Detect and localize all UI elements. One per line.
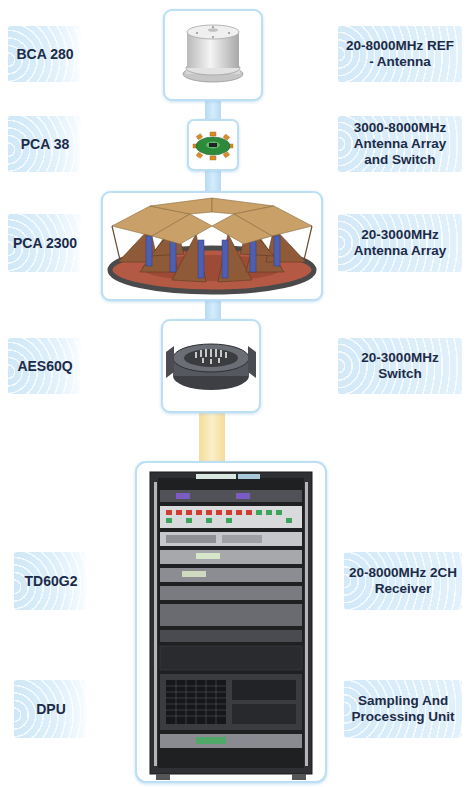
- cable-bar: [199, 410, 225, 464]
- label-text: 20-3000MHz Antenna Array: [342, 227, 458, 259]
- equipment-rack: [150, 472, 312, 780]
- label-text: PCA 2300: [13, 235, 77, 252]
- label-text: 20-3000MHz Switch: [342, 350, 458, 382]
- picture-frame: [164, 10, 262, 100]
- description-label: 3000-8000MHz Antenna Array and Switch: [338, 116, 462, 172]
- description-label: 20-3000MHz Antenna Array: [338, 214, 462, 272]
- array-board: [193, 132, 233, 160]
- link-bar: [205, 168, 221, 194]
- picture-frame: [136, 462, 326, 782]
- reference-antenna: [183, 25, 243, 82]
- label-text: 20-8000MHz 2CH Receiver: [348, 565, 458, 597]
- label-text: 20-8000MHz REF - Antenna: [342, 38, 458, 70]
- antenna-array: [110, 198, 314, 292]
- description-label: 20-8000MHz REF - Antenna: [338, 26, 462, 82]
- model-label: BCA 280: [8, 26, 82, 82]
- picture-frame: [188, 120, 238, 170]
- switch-unit: [166, 344, 256, 390]
- label-text: 3000-8000MHz Antenna Array and Switch: [342, 120, 458, 169]
- picture-frame: [162, 320, 260, 412]
- label-text: AES60Q: [17, 358, 72, 375]
- label-text: BCA 280: [16, 46, 73, 63]
- description-label: 20-3000MHz Switch: [338, 338, 462, 394]
- model-label: PCA 38: [8, 116, 82, 172]
- link-bar: [205, 298, 221, 322]
- link-bar: [205, 98, 221, 122]
- model-label: TD60G2: [14, 552, 88, 610]
- description-label: Sampling And Processing Unit: [344, 680, 462, 738]
- label-text: TD60G2: [25, 573, 78, 590]
- model-label: DPU: [14, 680, 88, 738]
- label-text: PCA 38: [21, 136, 70, 153]
- label-text: Sampling And Processing Unit: [348, 693, 458, 725]
- label-text: DPU: [36, 701, 66, 718]
- model-label: AES60Q: [8, 338, 82, 394]
- description-label: 20-8000MHz 2CH Receiver: [344, 552, 462, 610]
- model-label: PCA 2300: [8, 214, 82, 272]
- picture-frame: [102, 192, 322, 300]
